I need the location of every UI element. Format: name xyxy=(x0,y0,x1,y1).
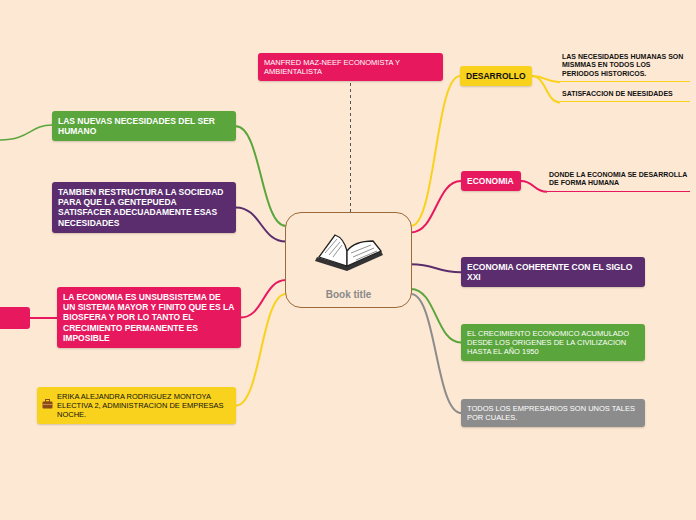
topic-text: ERIKA ALEJANDRA RODRIGUEZ MONTOYA ELECTI… xyxy=(43,392,230,419)
branch-connector xyxy=(532,76,560,102)
cut-box xyxy=(0,307,30,329)
topic-text: DESARROLLO xyxy=(466,71,526,81)
topic-box: LAS NUEVAS NECESIDADES DEL SER HUMANO xyxy=(52,111,236,141)
branch-connector xyxy=(241,280,286,317)
subtopic-text: SATISFACCION DE NEESIDADES xyxy=(560,89,690,102)
briefcase-icon xyxy=(42,399,53,409)
topic-text: ECONOMIA COHERENTE CON EL SIGLO XXI xyxy=(467,262,639,282)
topic-text: EL CRECIMIENTO ECONOMICO ACUMULADO DESDE… xyxy=(467,329,639,356)
topic-text: DONDE LA ECONOMIA SE DESARROLLA DE FORMA… xyxy=(549,171,688,188)
topic-text: TODOS LOS EMPRESARIOS SON UNOS TALES POR… xyxy=(467,404,639,422)
branch-line xyxy=(0,125,52,140)
topic-text: LA ECONOMIA ES UNSUBSISTEMA DE UN SISTEM… xyxy=(63,292,235,343)
branch-connector xyxy=(236,294,286,406)
topic-box: TODOS LOS EMPRESARIOS SON UNOS TALES POR… xyxy=(461,399,645,427)
branch-connector xyxy=(350,81,351,212)
topic-text: LAS NECESIDADES HUMANAS SON MISMMAS EN T… xyxy=(562,53,688,78)
topic-box: TAMBIEN RESTRUCTURA LA SOCIEDAD PARA QUE… xyxy=(52,182,236,233)
branch-connector xyxy=(236,126,286,226)
topic-box: DESARROLLO xyxy=(460,66,532,86)
topic-text: MANFRED MAZ-NEEF ECONOMISTA Y AMBIENTALI… xyxy=(264,58,437,76)
book-icon xyxy=(311,229,387,279)
branch-connector xyxy=(521,181,547,192)
branch-connector xyxy=(411,264,461,272)
subtopic-text: DONDE LA ECONOMIA SE DESARROLLA DE FORMA… xyxy=(547,170,690,192)
topic-box: ECONOMIA xyxy=(461,171,521,191)
topic-box: MANFRED MAZ-NEEF ECONOMISTA Y AMBIENTALI… xyxy=(258,53,443,81)
branch-connector xyxy=(411,294,461,413)
branch-line xyxy=(30,317,57,319)
topic-box: EL CRECIMIENTO ECONOMICO ACUMULADO DESDE… xyxy=(461,324,645,361)
subtopic-text: LAS NECESIDADES HUMANAS SON MISMMAS EN T… xyxy=(560,52,690,82)
branch-connector xyxy=(411,181,461,232)
topic-box: LA ECONOMIA ES UNSUBSISTEMA DE UN SISTEM… xyxy=(57,287,241,348)
topic-box: ERIKA ALEJANDRA RODRIGUEZ MONTOYA ELECTI… xyxy=(37,387,236,424)
topic-text: ECONOMIA xyxy=(467,176,515,186)
topic-box: ECONOMIA COHERENTE CON EL SIGLO XXI xyxy=(461,257,645,287)
branch-connector xyxy=(411,76,460,226)
topic-text: TAMBIEN RESTRUCTURA LA SOCIEDAD PARA QUE… xyxy=(58,187,230,228)
topic-text: SATISFACCION DE NEESIDADES xyxy=(562,90,688,98)
topic-text: LAS NUEVAS NECESIDADES DEL SER HUMANO xyxy=(58,116,230,136)
central-topic: Book title xyxy=(285,212,412,308)
topic-title: Book title xyxy=(286,289,411,300)
branch-connector xyxy=(236,207,286,241)
